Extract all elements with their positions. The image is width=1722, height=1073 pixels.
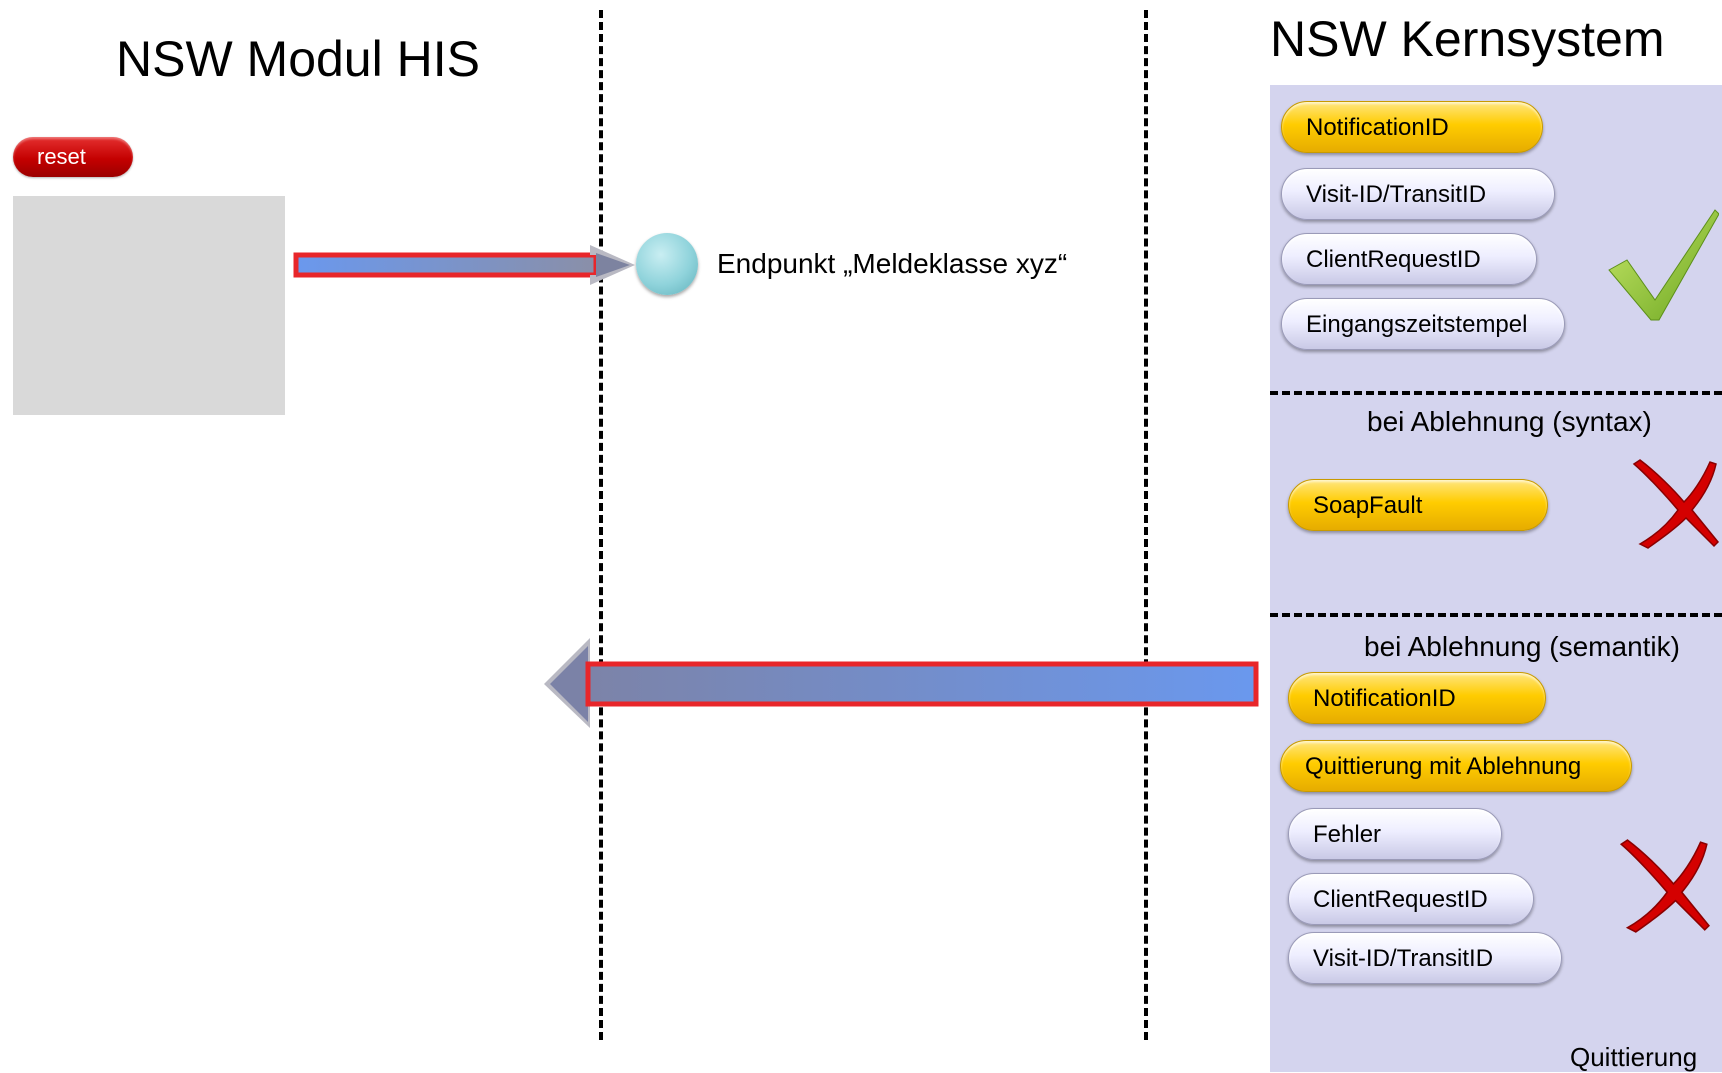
soapfault-pill: SoapFault [1288,479,1548,531]
lane-divider-left [599,10,603,1040]
kernsystem-title: NSW Kernsystem [1270,11,1665,67]
client-request-id-pill: ClientRequestID [1281,233,1537,285]
fehler-pill: Fehler [1288,808,1502,860]
endpoint-node-icon [636,233,698,295]
his-module-title: NSW Modul HIS [116,31,480,87]
checkmark-icon [1608,209,1719,321]
lane-divider-right [1144,10,1148,1040]
request-arrow [293,245,635,285]
his-module-box [13,196,285,415]
eingangszeitstempel-pill: Eingangszeitstempel [1281,298,1565,350]
visit-transit-id-pill: Visit-ID/TransitID [1288,932,1562,984]
semantic-rejection-heading: bei Ablehnung (semantik) [1364,631,1680,662]
visit-transit-id-pill: Visit-ID/TransitID [1281,168,1555,220]
quittierung-ablehnung-pill: Quittierung mit Ablehnung [1280,740,1632,792]
section-divider-syntax [1270,391,1722,395]
notification-id-pill: NotificationID [1288,672,1546,724]
red-x-icon [1632,459,1720,549]
client-request-id-pill: ClientRequestID [1288,873,1534,925]
endpoint-label: Endpunkt „Meldeklasse xyz“ [717,248,1068,279]
red-x-icon [1619,839,1710,933]
reset-button[interactable]: reset [13,137,133,177]
notification-id-pill: NotificationID [1281,101,1543,153]
response-arrow [544,638,1259,728]
section-divider-semantik [1270,613,1722,617]
quittierung-label: Quittierung [1570,1042,1698,1072]
syntax-rejection-heading: bei Ablehnung (syntax) [1367,406,1652,437]
